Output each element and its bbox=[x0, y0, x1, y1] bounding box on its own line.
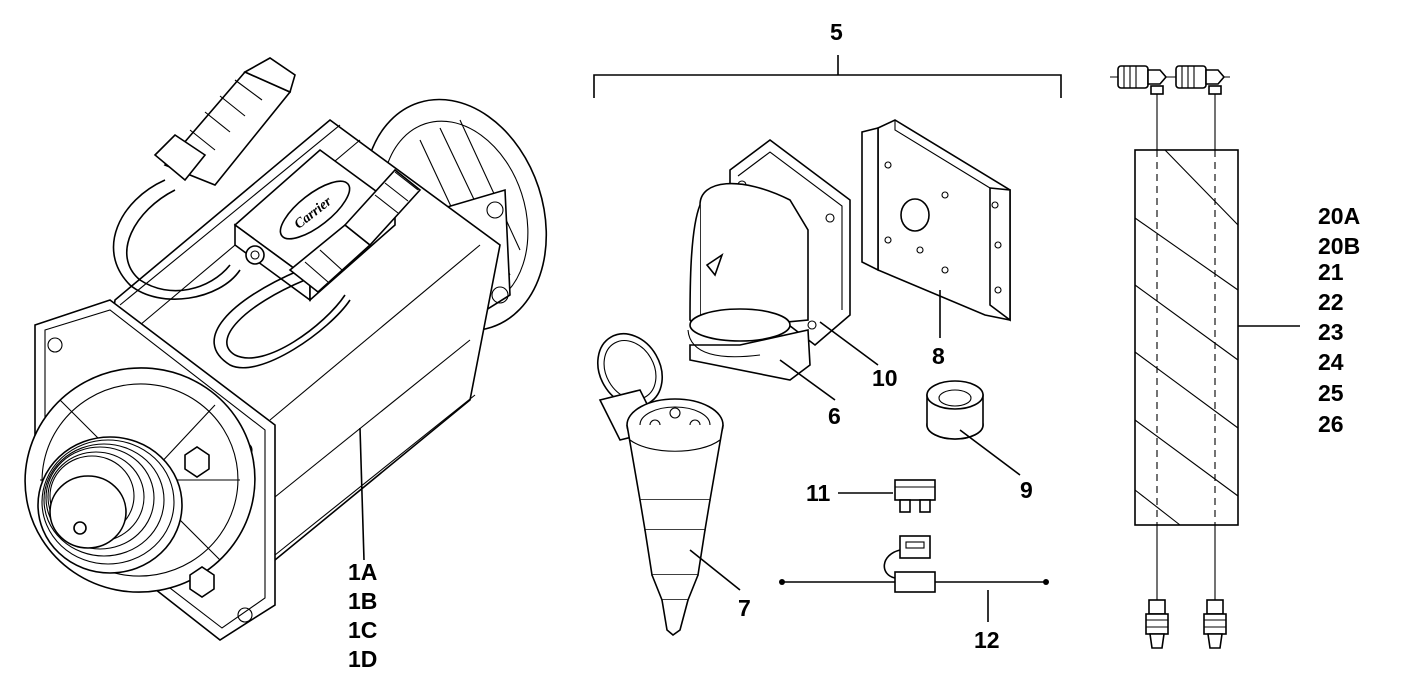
leader-9 bbox=[959, 429, 1021, 476]
label-10: 10 bbox=[872, 365, 898, 391]
leader-7 bbox=[689, 549, 741, 591]
label-1d: 1D bbox=[348, 646, 377, 672]
pulley bbox=[37, 436, 183, 574]
harness-sleeve bbox=[1134, 149, 1239, 526]
label-21: 21 bbox=[1318, 259, 1344, 285]
label-9: 9 bbox=[1020, 477, 1033, 503]
generator-assembly: Carrier bbox=[24, 57, 548, 641]
flange-bolt bbox=[184, 446, 215, 598]
inline-fuse-holder bbox=[779, 535, 1049, 593]
label-7: 7 bbox=[738, 595, 751, 621]
cable-plug bbox=[288, 168, 422, 294]
harness-bottom-connector-left bbox=[1145, 599, 1169, 649]
mounting-bracket bbox=[861, 119, 1011, 322]
label-22: 22 bbox=[1318, 289, 1344, 315]
label-25: 25 bbox=[1318, 380, 1344, 406]
harness-top-connector-left bbox=[1117, 65, 1168, 95]
label-6: 6 bbox=[828, 403, 841, 429]
label-1b: 1B bbox=[348, 588, 377, 614]
carrier-logo bbox=[279, 180, 351, 240]
label-20a: 20A bbox=[1318, 203, 1360, 229]
harness-assembly bbox=[1110, 65, 1300, 649]
label-1c: 1C bbox=[348, 617, 377, 643]
grommet bbox=[926, 380, 984, 440]
label-12: 12 bbox=[974, 627, 1000, 653]
wall-socket bbox=[687, 139, 851, 381]
harness-cables bbox=[112, 179, 351, 369]
kit-bracket-line bbox=[593, 55, 1062, 98]
label-5: 5 bbox=[830, 19, 843, 45]
label-8: 8 bbox=[932, 343, 945, 369]
label-26: 26 bbox=[1318, 411, 1344, 437]
label-24: 24 bbox=[1318, 349, 1344, 375]
leader-1 bbox=[359, 427, 365, 561]
blade-fuse bbox=[894, 479, 936, 513]
harness-top-connector-right bbox=[1175, 65, 1226, 95]
label-20b: 20B bbox=[1318, 233, 1360, 259]
plug-connector bbox=[597, 333, 724, 637]
leader-6 bbox=[779, 359, 836, 401]
leader-10 bbox=[819, 321, 879, 366]
label-1a: 1A bbox=[348, 559, 377, 585]
label-23: 23 bbox=[1318, 319, 1344, 345]
harness-bottom-connector-right bbox=[1203, 599, 1227, 649]
top-connector-plug bbox=[153, 57, 296, 186]
label-11: 11 bbox=[806, 480, 831, 506]
